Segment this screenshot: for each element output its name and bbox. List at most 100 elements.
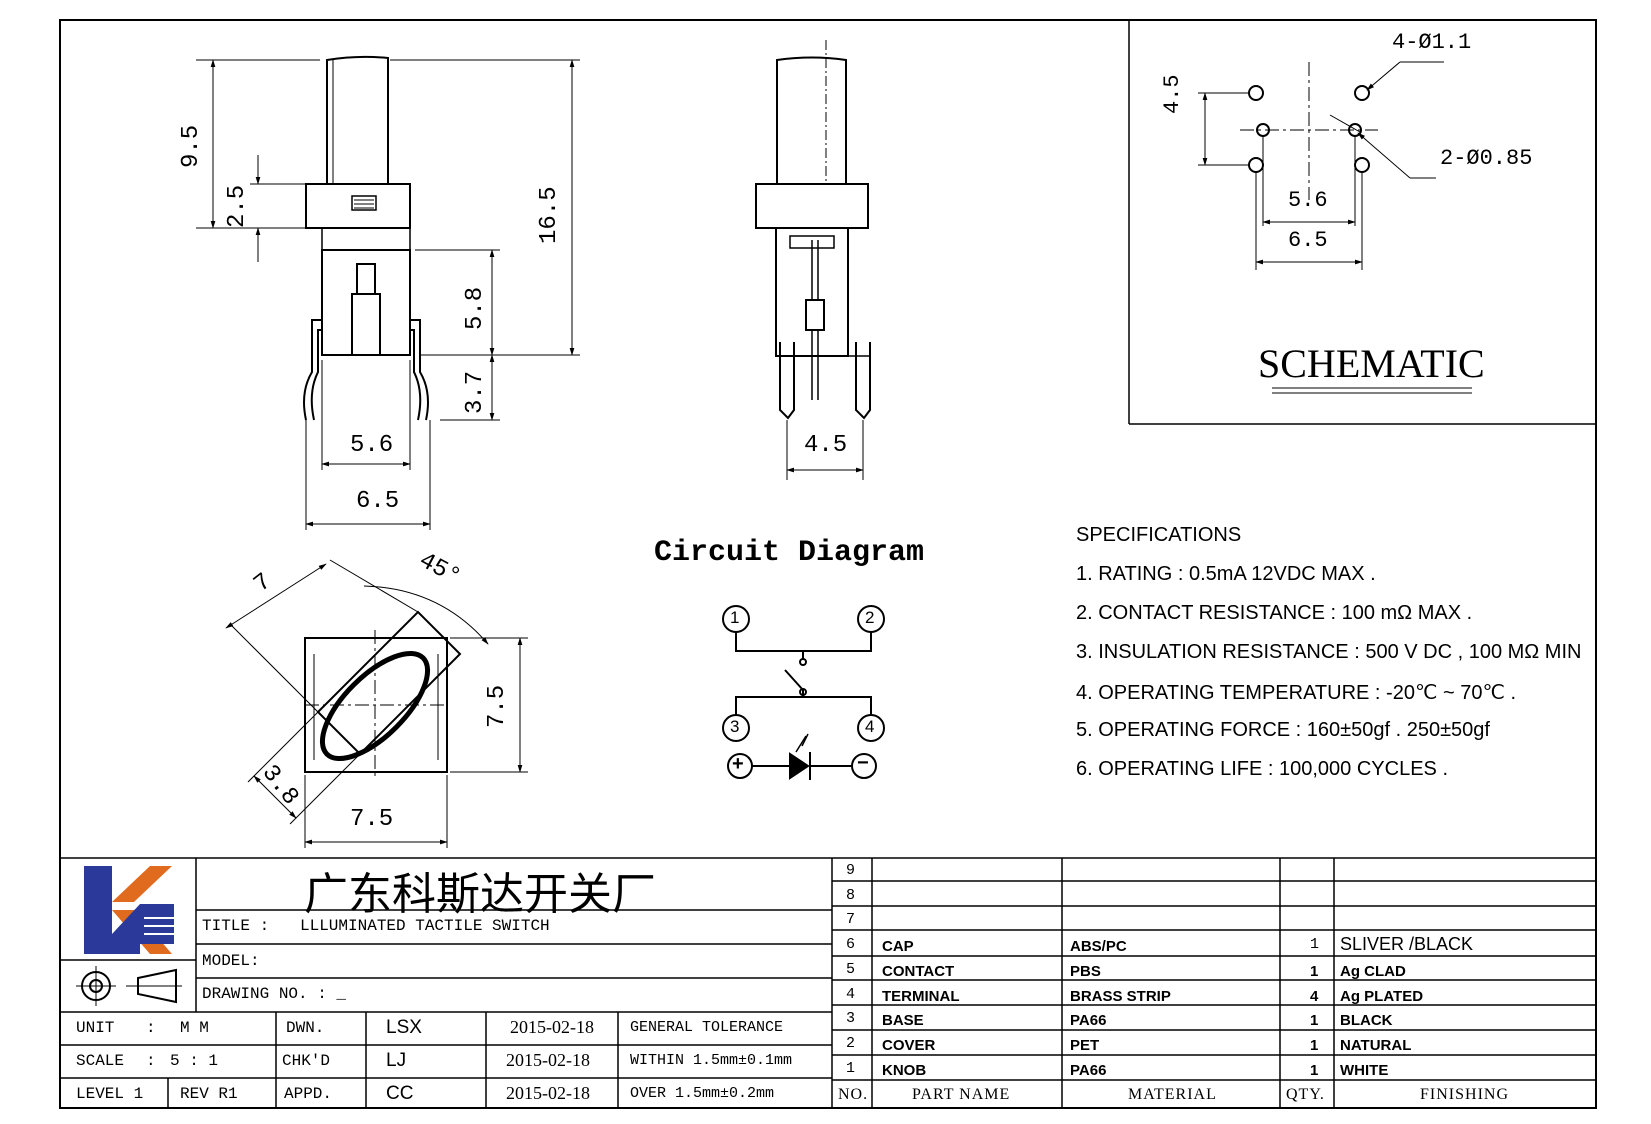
appd-name: CC [386, 1083, 414, 1104]
bom-header-no: NO. [838, 1086, 869, 1103]
circuit-pin-4: 4 [865, 717, 875, 736]
spec-item-3: 3. INSULATION RESISTANCE : 500 V DC , 10… [1076, 641, 1582, 663]
bom-row-part: TERMINAL [882, 988, 960, 1005]
bom-row-material: ABS/PC [1070, 938, 1127, 955]
top-dim-width: 7.5 [350, 806, 394, 833]
bom-row-qty: 1 [1310, 963, 1319, 980]
bom-header-qty: QTY. [1286, 1086, 1325, 1103]
bom-row-part: BASE [882, 1012, 924, 1029]
spec-item-2: 2. CONTACT RESISTANCE : 100 mΩ MAX . [1076, 602, 1473, 624]
schematic-holes-a-label: 4-Ø1.1 [1392, 30, 1472, 55]
bom-row-part: KNOB [882, 1062, 927, 1079]
projection-symbol-icon [76, 966, 182, 1006]
scale-separator: : [146, 1052, 156, 1070]
scale-value: 5 : 1 [170, 1052, 219, 1070]
bom-row-no: 1 [846, 1060, 856, 1077]
side-dim-4-5: 4.5 [804, 432, 848, 459]
bom-row-no: 3 [846, 1010, 856, 1027]
bom-row-no: 9 [846, 862, 856, 879]
bom-row-part: CONTACT [882, 963, 955, 980]
tolerance-within: WITHIN 1.5mm±0.1mm [630, 1052, 793, 1069]
dwn-name: LSX [386, 1017, 422, 1038]
bom-row-finishing: WHITE [1340, 1062, 1389, 1079]
unit-label: UNIT [76, 1019, 115, 1037]
bom-row-finishing: SLIVER /BLACK [1340, 934, 1474, 954]
bom-row-no: 7 [846, 911, 856, 928]
circuit-title: Circuit Diagram [654, 536, 925, 570]
spec-item-4: 4. OPERATING TEMPERATURE : -20℃ ~ 70℃ . [1076, 682, 1517, 704]
front-dim-2-5: 2.5 [224, 184, 251, 228]
unit-separator: : [146, 1019, 156, 1037]
spec-item-5: 5. OPERATING FORCE : 160±50gf . 250±50gf [1076, 719, 1490, 741]
bom-row-no: 5 [846, 961, 856, 978]
bom-row-no: 2 [846, 1035, 856, 1052]
chkd-label: CHK'D [282, 1052, 331, 1070]
bom-row-finishing: NATURAL [1340, 1037, 1412, 1054]
titleblock-grid [60, 857, 1596, 1108]
schematic-inner-width-label: 5.6 [1288, 188, 1328, 213]
appd-label: APPD. [284, 1085, 333, 1103]
side-view [755, 40, 871, 480]
bom-row-no: 4 [846, 986, 856, 1003]
bom-row-material: PA66 [1070, 1062, 1107, 1079]
company-name: 广东科斯达开关厂 [304, 870, 656, 919]
tolerance-title: GENERAL TOLERANCE [630, 1019, 784, 1036]
bom-row-material: PA66 [1070, 1012, 1107, 1029]
chkd-name: LJ [386, 1050, 407, 1071]
front-view [196, 55, 580, 530]
spec-item-6: 6. OPERATING LIFE : 100,000 CYCLES . [1076, 758, 1449, 780]
title-value: LLLUMINATED TACTILE SWITCH [300, 917, 550, 935]
drawing-no-label: DRAWING NO. : _ [202, 985, 347, 1003]
bom-header-part-name: PART NAME [912, 1086, 1011, 1103]
schematic-panel [1128, 20, 1596, 425]
bom-row-finishing: Ag PLATED [1340, 988, 1424, 1005]
circuit-diagram [722, 605, 885, 780]
drawing-border [59, 19, 1597, 1109]
chkd-date: 2015-02-18 [506, 1050, 590, 1070]
appd-date: 2015-02-18 [506, 1083, 590, 1103]
front-dim-3-7: 3.7 [462, 370, 489, 414]
bom-row-material: PET [1070, 1037, 1100, 1054]
bom-row-qty: 1 [1310, 936, 1320, 953]
title-label: TITLE : [202, 917, 270, 935]
bom-row-part: CAP [882, 938, 914, 955]
bom-header-material: MATERIAL [1128, 1086, 1217, 1103]
front-dim-9-5: 9.5 [178, 124, 205, 168]
front-dim-5-6: 5.6 [350, 432, 394, 459]
dwn-date: 2015-02-18 [510, 1017, 594, 1037]
top-dim-height: 7.5 [484, 684, 511, 728]
spec-item-1: 1. RATING : 0.5mA 12VDC MAX . [1076, 563, 1376, 585]
top-view [225, 559, 528, 848]
schematic-title: SCHEMATIC [1258, 341, 1485, 386]
bom-row-qty: 1 [1310, 1012, 1319, 1029]
dwn-label: DWN. [286, 1019, 325, 1037]
level-label: LEVEL 1 [76, 1085, 144, 1103]
rev-label: REV R1 [180, 1085, 238, 1103]
bom-row-qty: 1 [1310, 1062, 1319, 1079]
circuit-pin-2: 2 [865, 608, 875, 627]
schematic-outer-width-label: 6.5 [1288, 228, 1328, 253]
bom-row-finishing: Ag CLAD [1340, 963, 1406, 980]
bom-row-no: 8 [846, 887, 856, 904]
scale-label: SCALE [76, 1052, 125, 1070]
bom-row-no: 6 [846, 936, 856, 953]
specs-title: SPECIFICATIONS [1076, 524, 1242, 546]
circuit-plus: + [732, 753, 744, 775]
circuit-pin-3: 3 [730, 717, 740, 736]
schematic-holes-b-label: 2-Ø0.85 [1440, 146, 1533, 171]
schematic-height-label: 4.5 [1160, 74, 1185, 114]
circuit-minus: − [857, 752, 869, 774]
bom-row-qty: 4 [1310, 988, 1319, 1005]
bom-row-material: BRASS STRIP [1070, 988, 1171, 1005]
tolerance-over: OVER 1.5mm±0.2mm [630, 1085, 775, 1102]
front-dim-16-5: 16.5 [536, 186, 563, 244]
bom-row-finishing: BLACK [1340, 1012, 1393, 1029]
bom-row-material: PBS [1070, 963, 1101, 980]
model-label: MODEL: [202, 952, 260, 970]
company-logo [84, 866, 174, 954]
circuit-pin-1: 1 [730, 608, 740, 627]
bom-row-qty: 1 [1310, 1037, 1319, 1054]
unit-value: M M [180, 1019, 209, 1037]
front-dim-6-5: 6.5 [356, 488, 400, 515]
